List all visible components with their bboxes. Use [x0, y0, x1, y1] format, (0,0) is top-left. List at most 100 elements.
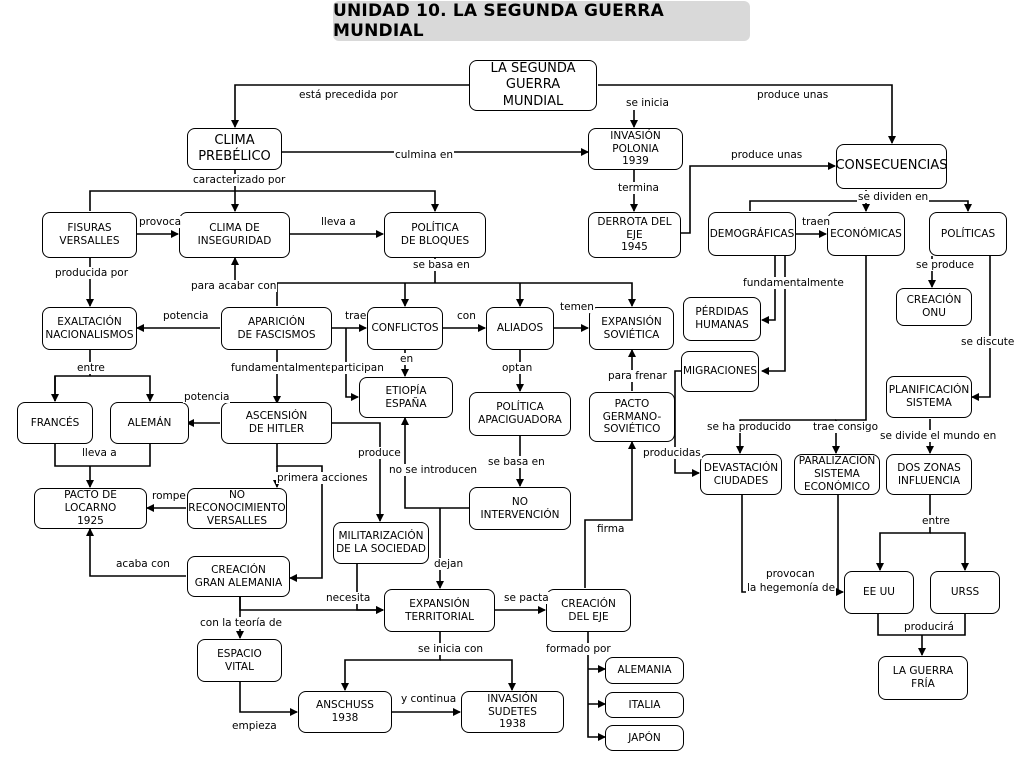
- label-acaba-con: acaba con: [115, 558, 171, 570]
- label-la-hegemonia-de: la hegemonía de: [746, 582, 837, 594]
- label-culmina-en: culmina en: [394, 149, 455, 161]
- label-fundamentalmente-2: fundamentalmente: [230, 362, 333, 374]
- node-derrota-eje: DERROTA DEL EJE 1945: [588, 212, 681, 258]
- node-dos-zonas: DOS ZONAS INFLUENCIA: [886, 454, 972, 495]
- node-japon: JAPÓN: [605, 725, 684, 751]
- node-italia: ITALIA: [605, 692, 684, 718]
- label-caracterizado-por: caracterizado por: [192, 174, 287, 186]
- label-provocan: provocan: [765, 568, 816, 580]
- label-lleva-a-2: lleva a: [81, 447, 118, 459]
- node-politicas: POLÍTICAS: [929, 212, 1007, 256]
- node-creacion-gran-alemania: CREACIÓN GRAN ALEMANIA: [187, 556, 290, 597]
- label-provoca: provoca: [138, 216, 183, 228]
- label-se-dividen-en: se dividen en: [857, 191, 930, 203]
- node-consecuencias: CONSECUENCIAS: [835, 144, 948, 189]
- node-exaltacion: EXALTACIÓN NACIONALISMOS: [42, 307, 137, 350]
- node-migraciones: MIGRACIONES: [681, 351, 759, 392]
- node-alemania: ALEMANIA: [605, 657, 684, 684]
- node-anschuss: ANSCHUSS 1938: [298, 691, 392, 733]
- node-espacio-vital: ESPACIO VITAL: [197, 639, 282, 682]
- label-formado-por: formado por: [545, 643, 612, 655]
- label-entre-1: entre: [76, 362, 106, 374]
- node-aparicion: APARICIÓN DE FASCISMOS: [221, 307, 332, 350]
- label-se-inicia: se inicia: [625, 97, 670, 109]
- node-economicas: ECONÓMICAS: [827, 212, 905, 256]
- label-produce-unas-1: produce unas: [756, 89, 830, 101]
- node-paralizacion: PARALIZACIÓN SISTEMA ECONÓMICO: [794, 454, 880, 495]
- node-aleman: ALEMÁN: [110, 402, 189, 444]
- node-pacto-locarno: PACTO DE LOCARNO 1925: [34, 488, 147, 529]
- label-se-basa-en-2: se basa en: [487, 456, 546, 468]
- node-segunda-guerra: LA SEGUNDA GUERRA MUNDIAL: [469, 60, 597, 111]
- node-guerra-fria: LA GUERRA FRÍA: [878, 656, 968, 700]
- label-se-inicia-con: se inicia con: [417, 643, 485, 655]
- label-se-produce: se produce: [915, 259, 975, 271]
- node-perdidas: PÉRDIDAS HUMANAS: [683, 297, 761, 341]
- label-fundamentalmente-1: fundamentalmente: [742, 277, 845, 289]
- label-rompe: rompe: [151, 490, 187, 502]
- label-dejan: dejan: [433, 558, 465, 570]
- node-creacion-onu: CREACIÓN ONU: [896, 288, 972, 326]
- node-pacto-germano: PACTO GERMANO- SOVIÉTICO: [589, 392, 675, 442]
- node-ee-uu: EE UU: [844, 571, 914, 614]
- node-clima-inseguridad: CLIMA DE INSEGURIDAD: [179, 212, 290, 258]
- label-potencia-1: potencia: [162, 310, 210, 322]
- label-se-discute: se discute: [960, 336, 1016, 348]
- label-primera-acciones: primera acciones: [276, 472, 369, 484]
- label-optan: optan: [501, 362, 534, 374]
- node-clima: CLIMA PREBÉLICO: [187, 128, 282, 170]
- label-con: con: [456, 310, 477, 322]
- label-se-basa-en-1: se basa en: [412, 259, 471, 271]
- label-empieza: empieza: [231, 720, 278, 732]
- label-temen: temen: [559, 301, 595, 313]
- label-se-divide-el-mundo: se divide el mundo en: [879, 430, 998, 442]
- label-participan: participan: [330, 362, 385, 374]
- label-no-se-introducen: no se introducen: [388, 464, 479, 476]
- node-politica-apaciguadora: POLÍTICA APACIGUADORA: [469, 392, 571, 436]
- node-etiopia: ETIOPÍA ESPAÑA: [359, 377, 453, 418]
- node-no-reconocimiento: NO RECONOCIMIENTO VERSALLES: [187, 488, 287, 529]
- label-firma: firma: [596, 523, 626, 535]
- node-politica-bloques: POLÍTICA DE BLOQUES: [384, 212, 486, 258]
- node-conflictos: CONFLICTOS: [367, 307, 443, 350]
- label-en: en: [399, 353, 415, 365]
- node-invasion-sudetes: INVASIÓN SUDETES 1938: [461, 691, 564, 733]
- node-militarizacion: MILITARIZACIÓN DE LA SOCIEDAD: [333, 522, 429, 564]
- label-producira: producirá: [903, 621, 955, 633]
- label-potencia-2: potencia: [183, 391, 231, 403]
- label-producida-por: producida por: [54, 267, 130, 279]
- label-traen: traen: [801, 216, 831, 228]
- label-y-continua: y continua: [400, 693, 458, 705]
- label-se-ha-producido: se ha producido: [706, 421, 792, 433]
- label-entre-2: entre: [921, 515, 951, 527]
- label-se-pacta: se pacta: [503, 592, 550, 604]
- node-frances: FRANCÉS: [17, 402, 93, 444]
- label-producidas: producidas: [642, 447, 702, 459]
- node-planificacion: PLANIFICACIÓN SISTEMA: [886, 376, 972, 418]
- label-necesita: necesita: [325, 592, 372, 604]
- label-produce-unas-2: produce unas: [730, 149, 804, 161]
- node-devastacion: DEVASTACIÓN CIUDADES: [700, 454, 782, 495]
- label-produce: produce: [357, 447, 402, 459]
- node-ascension: ASCENSIÓN DE HITLER: [221, 402, 332, 444]
- node-no-intervencion: NO INTERVENCIÓN: [469, 487, 571, 530]
- node-invasion-polonia: INVASIÓN POLONIA 1939: [588, 128, 683, 170]
- label-esta-precedida: está precedida por: [298, 89, 399, 101]
- label-trae: trae: [344, 310, 368, 322]
- node-urss: URSS: [930, 571, 1000, 614]
- label-para-acabar-con: para acabar con: [190, 280, 278, 292]
- node-aliados: ALIADOS: [486, 307, 554, 350]
- label-termina: termina: [617, 182, 660, 194]
- title-banner: UNIDAD 10. LA SEGUNDA GUERRA MUNDIAL: [333, 1, 750, 41]
- page-title: UNIDAD 10. LA SEGUNDA GUERRA MUNDIAL: [333, 1, 664, 41]
- node-fisuras: FISURAS VERSALLES: [42, 212, 137, 258]
- label-lleva-a-1: lleva a: [320, 216, 357, 228]
- node-expansion-territorial: EXPANSIÓN TERRITORIAL: [384, 589, 495, 632]
- label-para-frenar: para frenar: [607, 370, 668, 382]
- node-demograficas: DEMOGRÁFICAS: [708, 212, 796, 256]
- label-con-la-teoria-de: con la teoría de: [199, 617, 284, 629]
- label-trae-consigo: trae consigo: [812, 421, 879, 433]
- node-creacion-eje: CREACIÓN DEL EJE: [546, 589, 631, 632]
- node-expansion-sovietica: EXPANSIÓN SOVIÉTICA: [589, 307, 674, 350]
